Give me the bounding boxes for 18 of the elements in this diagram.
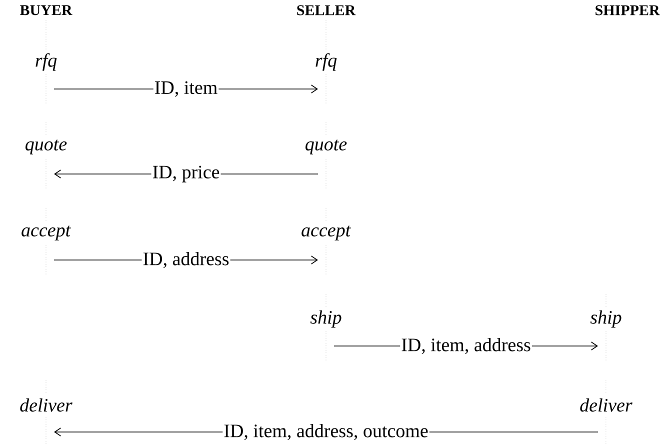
edge-label: ID, item (153, 80, 219, 98)
lifeline-header: BUYER (20, 5, 72, 16)
message-name: accept (302, 226, 351, 240)
message-name: deliver (580, 398, 632, 412)
message-name: ship (590, 310, 622, 328)
lifeline-header: SHIPPER (596, 5, 660, 16)
lifeline-header: SELLER (297, 5, 356, 16)
message-name: accept (22, 226, 71, 240)
message-name: deliver (20, 398, 72, 412)
edge-label: ID, item, address, outcome (222, 422, 430, 442)
message-name: rfq (36, 53, 57, 71)
edge-label: ID, price (151, 164, 221, 184)
message-name: quote (26, 140, 67, 154)
message-name: rfq (316, 53, 337, 71)
message-name: quote (306, 140, 347, 154)
message-name: ship (310, 310, 342, 328)
edge-label: ID, address (142, 250, 230, 270)
edge-label: ID, item, address (400, 336, 532, 356)
